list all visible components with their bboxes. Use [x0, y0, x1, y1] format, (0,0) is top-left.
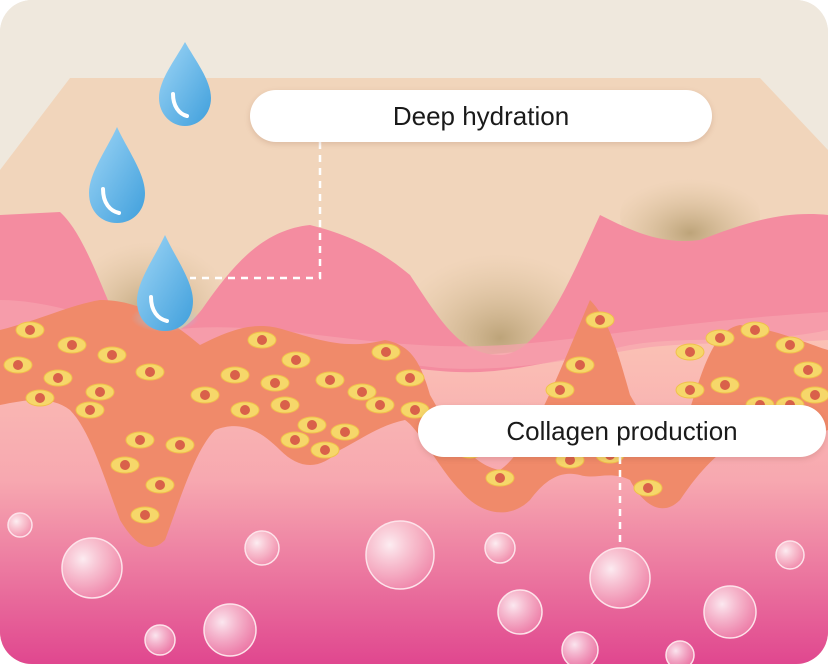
hyaluronic-bubble-icon — [665, 640, 695, 664]
fibroblast-cell-icon — [190, 386, 220, 404]
water-drop-icon — [159, 42, 211, 126]
fibroblast-cell-icon — [800, 386, 828, 404]
fibroblast-cell-icon — [270, 396, 300, 414]
fibroblast-cell-icon — [315, 371, 345, 389]
hyaluronic-bubble-icon — [484, 532, 516, 564]
fibroblast-cell-icon — [793, 361, 823, 379]
fibroblast-cell-icon — [3, 356, 33, 374]
fibroblast-cell-icon — [15, 321, 45, 339]
fibroblast-cell-icon — [297, 416, 327, 434]
fibroblast-cell-icon — [260, 374, 290, 392]
fibroblast-cell-icon — [165, 436, 195, 454]
deep-hydration-label: Deep hydration — [250, 90, 712, 142]
fibroblast-cell-icon — [330, 423, 360, 441]
fibroblast-cell-icon — [545, 381, 575, 399]
fibroblast-cell-icon — [310, 441, 340, 459]
fibroblast-cell-icon — [247, 331, 277, 349]
fibroblast-cell-icon — [75, 401, 105, 419]
fibroblast-cell-icon — [97, 346, 127, 364]
hyaluronic-bubbles — [7, 512, 805, 664]
hydration-leader-line — [190, 142, 322, 280]
fibroblast-cell-icon — [775, 336, 805, 354]
hyaluronic-bubble-icon — [775, 540, 805, 570]
fibroblast-cell-icon — [43, 369, 73, 387]
hyaluronic-bubble-icon — [703, 585, 757, 639]
hyaluronic-bubble-icon — [365, 520, 435, 590]
fibroblast-cell-icon — [230, 401, 260, 419]
fibroblast-cell-icon — [135, 363, 165, 381]
fibroblast-cell-icon — [710, 376, 740, 394]
fibroblast-cell-icon — [565, 356, 595, 374]
water-drop-icon — [137, 235, 193, 331]
fibroblast-cell-icon — [675, 381, 705, 399]
fibroblast-cell-icon — [485, 469, 515, 487]
hyaluronic-bubble-icon — [497, 589, 543, 635]
fibroblast-cell-icon — [145, 476, 175, 494]
hyaluronic-bubble-icon — [203, 603, 257, 657]
fibroblast-cell-icon — [57, 336, 87, 354]
fibroblast-cell-icon — [371, 343, 401, 361]
fibroblast-cell-icon — [585, 311, 615, 329]
fibroblast-cell-icon — [220, 366, 250, 384]
fibroblast-cell-icon — [395, 369, 425, 387]
fibroblast-cell-icon — [25, 389, 55, 407]
fibroblast-cell-icon — [85, 383, 115, 401]
hyaluronic-bubble-icon — [561, 631, 599, 664]
fibroblast-cell-icon — [130, 506, 160, 524]
fibroblast-cell-icon — [347, 383, 377, 401]
fibroblast-cell-icon — [125, 431, 155, 449]
fibroblast-cell-icon — [281, 351, 311, 369]
hyaluronic-bubble-icon — [7, 512, 33, 538]
fibroblast-cell-icon — [110, 456, 140, 474]
fibroblast-cell-icon — [633, 479, 663, 497]
fibroblast-cell-icon — [675, 343, 705, 361]
hyaluronic-bubble-icon — [244, 530, 280, 566]
hyaluronic-bubble-icon — [144, 624, 176, 656]
fibroblast-cell-icon — [740, 321, 770, 339]
collagen-band — [0, 300, 828, 548]
hyaluronic-bubble-icon — [589, 547, 651, 609]
fibroblast-cell-icon — [705, 329, 735, 347]
fibroblast-cell-icon — [365, 396, 395, 414]
fibroblast-cell-icon — [280, 431, 310, 449]
hyaluronic-bubble-icon — [61, 537, 123, 599]
collagen-production-label: Collagen production — [418, 405, 826, 457]
water-drop-icon — [89, 127, 145, 223]
